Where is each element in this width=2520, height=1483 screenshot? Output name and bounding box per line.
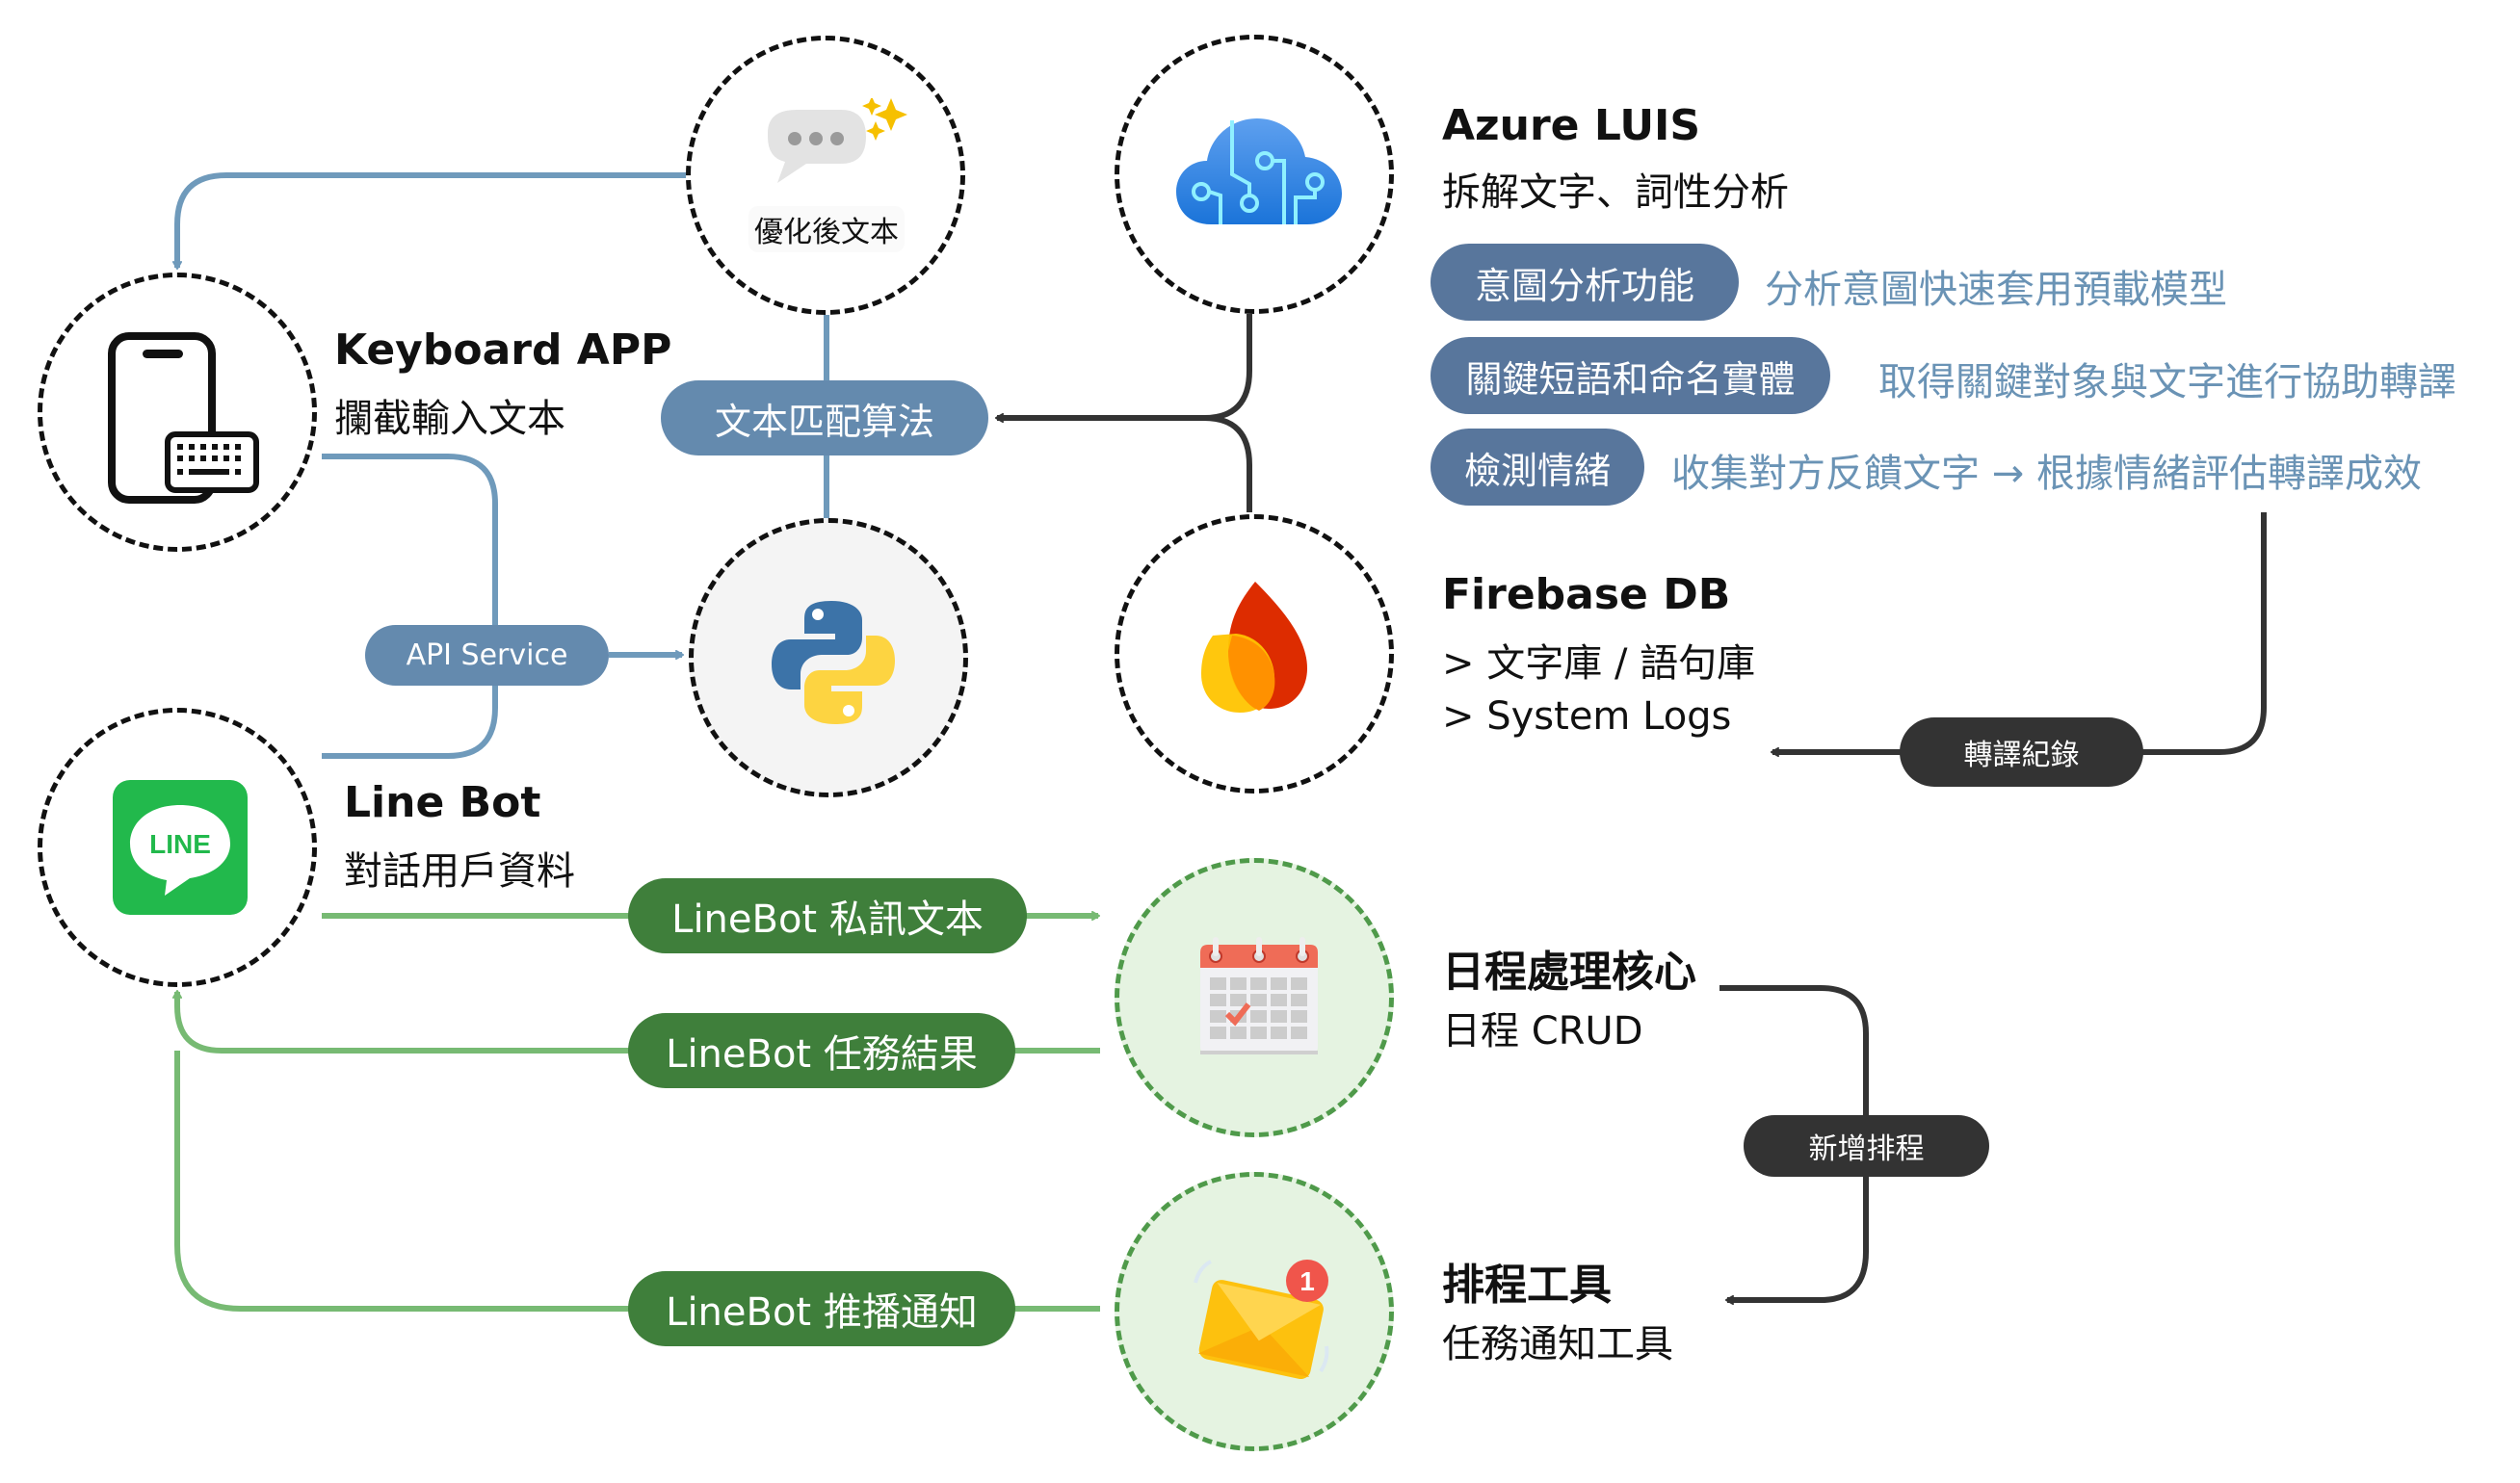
luis-feature-sentiment-desc: 收集對方反饋文字 → 根據情緒評估轉譯成效 [1671,452,2422,496]
edge-linebot-result [172,990,1100,1054]
scheduler-tool-title: 排程工具 [1442,1261,1612,1310]
text-matching-pill[interactable]: 文本匹配算法 [661,380,988,455]
translation-log-pill[interactable]: 轉譯紀錄 [1900,717,2143,787]
azure-luis-title: Azure LUIS [1442,101,1701,150]
luis-feature-sentiment[interactable]: 檢測情緒 [1431,429,1644,506]
azure-luis-node[interactable] [1115,35,1394,314]
luis-feature-keyphrase[interactable]: 關鍵短語和命名實體 [1431,337,1830,414]
luis-feature-keyphrase-desc: 取得關鍵對象與文字進行協助轉譯 [1878,360,2456,404]
edge-keyboard-api [322,454,498,759]
keyboard-app-title: Keyboard APP [334,325,672,375]
chat-bubble-sparkle-icon [768,98,907,183]
azure-cloud-circuit-icon [1176,118,1342,224]
luis-feature-intent[interactable]: 意圖分析功能 [1431,244,1739,321]
linebot-result-pill[interactable]: LineBot 任務結果 [628,1013,1015,1088]
add-schedule-pill[interactable]: 新增排程 [1744,1115,1989,1177]
schedule-core-title: 日程處理核心 [1442,948,1696,997]
schedule-core-subtitle: 日程 CRUD [1442,1009,1643,1054]
optimized-text-node[interactable]: 優化後文本 [686,36,965,315]
python-node[interactable] [689,518,968,797]
line-logo-icon: LINE [113,780,248,915]
line-bot-title: Line Bot [344,778,541,827]
edge-azure-to-matching [995,314,1252,423]
line-bot-node[interactable]: LINE [38,708,317,987]
api-service-pill[interactable]: API Service [365,625,609,686]
keyboard-app-node[interactable] [38,273,317,552]
phone-keyboard-icon [108,332,259,504]
azure-luis-subtitle: 拆解文字、詞性分析 [1442,170,1789,215]
firebase-flame-icon [1201,582,1307,713]
schedule-core-node[interactable] [1115,858,1394,1137]
line-bot-subtitle: 對話用戶資料 [344,849,575,894]
edge-linebot-push [174,1051,1100,1312]
calendar-check-icon [1200,937,1318,1054]
firebase-node[interactable] [1115,514,1394,794]
scheduler-tool-node[interactable]: 1 [1115,1172,1394,1451]
mail-notification-icon: 1 [1194,1260,1329,1380]
line-logo-text: LINE [149,829,211,859]
firebase-line-logs: > System Logs [1442,694,1732,739]
linebot-private-pill[interactable]: LineBot 私訊文本 [628,878,1027,953]
linebot-push-pill[interactable]: LineBot 推播通知 [628,1271,1015,1346]
edge-translation-log [1771,512,2267,757]
keyboard-app-subtitle: 攔截輸入文本 [334,397,565,441]
optimized-text-label: 優化後文本 [748,206,905,252]
mail-badge-count: 1 [1299,1266,1315,1296]
edge-optimized-to-keyboard [172,172,686,270]
luis-feature-intent-desc: 分析意圖快速套用預載模型 [1765,268,2227,312]
scheduler-tool-subtitle: 任務通知工具 [1442,1322,1673,1366]
python-logo-icon [772,601,895,724]
edge-firebase-to-matching [1203,415,1252,512]
firebase-title: Firebase DB [1442,570,1731,619]
firebase-line-library: > 文字庫 / 語句庫 [1442,641,1756,686]
